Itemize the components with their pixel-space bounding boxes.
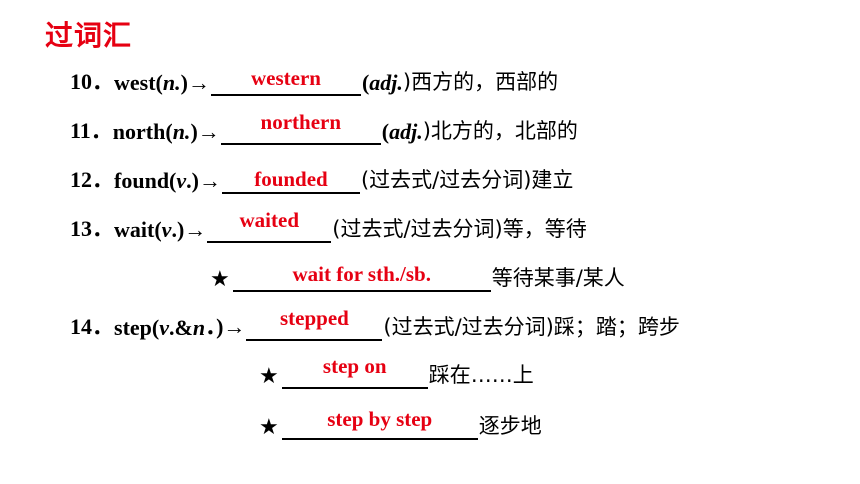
word: wait( <box>114 217 162 242</box>
star-icon: ★ <box>210 267 230 292</box>
suffix-pos: adj. <box>369 70 403 95</box>
meaning: 逐步地 <box>478 414 542 438</box>
word: west( <box>114 70 163 95</box>
part-of-speech: v <box>159 315 169 340</box>
answer-blank[interactable]: stepped <box>246 306 383 341</box>
meaning: (过去式/过去分词)建立 <box>360 168 574 192</box>
vocab-row-11: 11． north(n.)→ northern (adj.)北方的，北部的 <box>70 110 578 145</box>
meaning: (过去式/过去分词)踩；踏；跨步 <box>383 315 680 339</box>
vocab-row-14: 14． step(v.& n．)→ stepped (过去式/过去分词)踩；踏；… <box>70 306 680 341</box>
answer-blank[interactable]: northern <box>220 110 381 145</box>
item-number: 12． <box>70 167 115 192</box>
meaning: )西方的，西部的 <box>402 70 559 94</box>
item-number: 10． <box>70 69 115 94</box>
suffix-pos: adj. <box>389 119 423 144</box>
answer-text: wait for sth./sb. <box>292 262 431 286</box>
phrase-row-step-on: ★ step on 踩在……上 <box>259 354 534 389</box>
vocab-row-12: 12． found(v.)→ founded (过去式/过去分词)建立 <box>70 164 573 194</box>
meaning: (过去式/过去分词)等，等待 <box>332 217 587 241</box>
part-of-speech: n. <box>172 119 191 144</box>
suffix-open: ( <box>361 70 370 95</box>
answer-text: founded <box>254 167 328 191</box>
vocab-row-10: 10． west(n.)→ western (adj.)西方的，西部的 <box>70 66 558 96</box>
answer-text: waited <box>239 208 300 232</box>
part-of-speech: n. <box>162 70 181 95</box>
vocab-row-13: 13． wait(v.)→ waited (过去式/过去分词)等，等待 <box>70 208 587 243</box>
meaning: )北方的，北部的 <box>422 119 578 143</box>
part-of-speech: v <box>176 168 187 193</box>
answer-blank[interactable]: step by step <box>281 407 478 440</box>
pos-joiner: .& <box>169 315 193 340</box>
answer-blank[interactable]: waited <box>207 208 332 243</box>
suffix-open: ( <box>381 119 390 144</box>
item-number: 13． <box>70 216 115 241</box>
answer-blank[interactable]: step on <box>281 354 428 389</box>
phrase-row-step-by-step: ★ step by step 逐步地 <box>259 407 542 440</box>
answer-blank[interactable]: western <box>210 66 361 96</box>
meaning: 等待某事/某人 <box>491 266 625 290</box>
star-icon: ★ <box>259 364 279 389</box>
answer-text: step on <box>322 354 387 378</box>
item-number: 11． <box>70 118 113 143</box>
page-title: 过词汇 <box>45 19 133 52</box>
answer-text: stepped <box>279 306 349 330</box>
word: step( <box>114 315 160 340</box>
arrow: .)→ <box>171 217 207 242</box>
meaning: 踩在……上 <box>428 363 534 387</box>
answer-text: western <box>250 66 321 90</box>
arrow: .)→ <box>186 168 221 193</box>
part-of-speech: v <box>161 217 172 242</box>
answer-blank[interactable]: founded <box>221 164 360 194</box>
item-number: 14． <box>70 314 115 339</box>
part-of-speech-2: n <box>192 315 206 340</box>
word: north( <box>112 119 173 144</box>
answer-blank[interactable]: wait for sth./sb. <box>232 262 491 292</box>
phrase-row-wait-for: ★ wait for sth./sb. 等待某事/某人 <box>210 262 625 292</box>
arrow: )→ <box>180 70 210 95</box>
answer-text: northern <box>260 110 342 134</box>
star-icon: ★ <box>259 415 279 440</box>
arrow: )→ <box>190 119 220 144</box>
answer-text: step by step <box>327 407 433 431</box>
word: found( <box>114 168 177 193</box>
arrow: ．)→ <box>205 314 246 339</box>
